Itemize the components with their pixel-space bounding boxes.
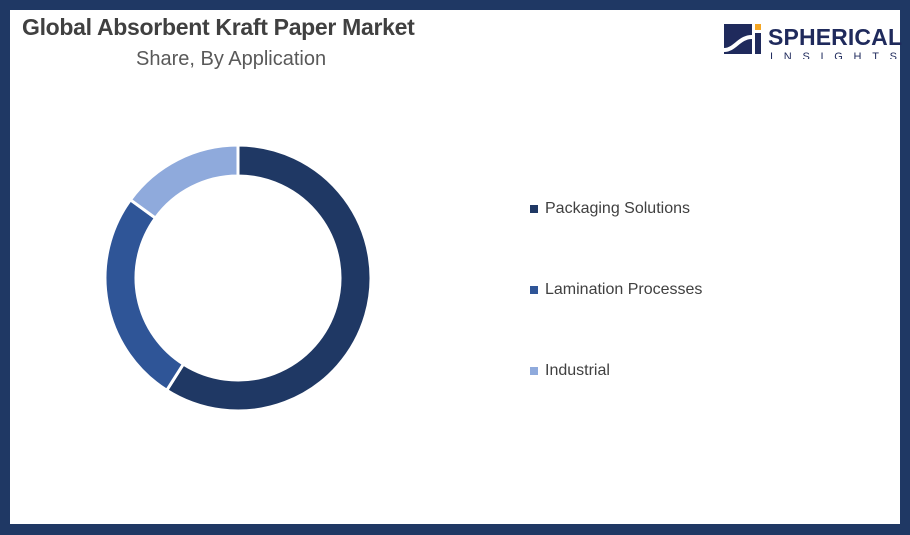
legend-item: Lamination Processes [530, 281, 702, 299]
chart-title: Global Absorbent Kraft Paper Market [22, 14, 415, 40]
donut-slice-lamination-processes [103, 197, 186, 393]
chart-subtitle: Share, By Application [136, 48, 327, 70]
legend-label: Lamination Processes [545, 281, 703, 298]
legend-swatch [530, 286, 538, 294]
legend-item: Industrial [530, 362, 610, 380]
legend-swatch [530, 367, 538, 375]
legend-item: Packaging Solutions [530, 200, 690, 218]
donut-slice-packaging-solutions [164, 143, 373, 413]
svg-text:INSIGHTS: INSIGHTS [770, 51, 902, 59]
donut-slice-industrial [128, 143, 240, 221]
legend-label: Packaging Solutions [545, 200, 690, 217]
legend-swatch [530, 205, 538, 213]
legend-label: Industrial [545, 362, 610, 379]
svg-text:SPHERICAL: SPHERICAL [768, 24, 902, 50]
chart-panel: Global Absorbent Kraft Paper Market Shar… [10, 10, 902, 524]
spherical-insights-logo: SPHERICAL INSIGHTS [724, 24, 902, 59]
